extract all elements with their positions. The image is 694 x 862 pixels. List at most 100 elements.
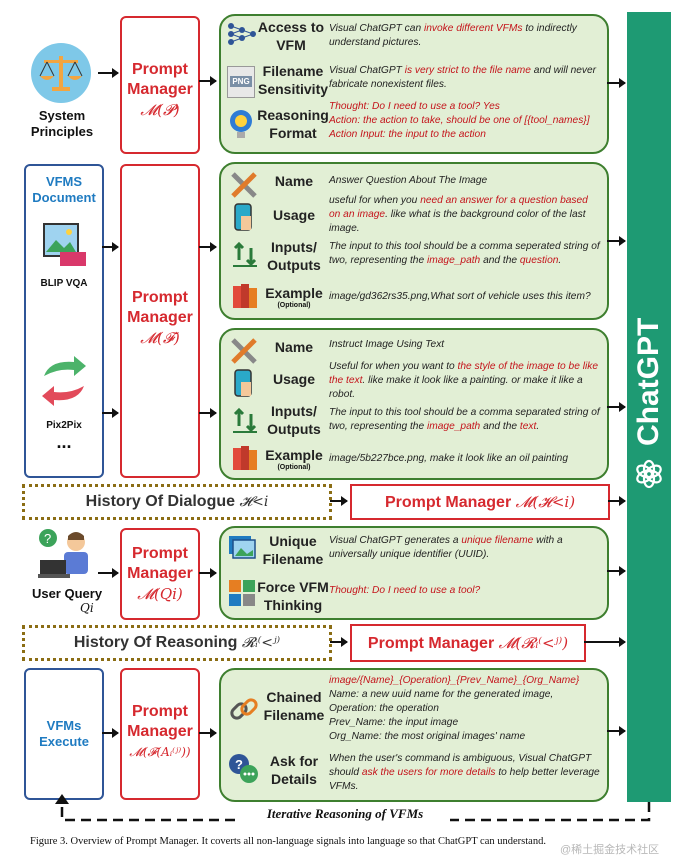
question-chat-icon: ? xyxy=(229,754,258,783)
figure-caption: Figure 3. Overview of Prompt Manager. It… xyxy=(30,836,546,847)
vfms-execute-panel: VFMs Execute xyxy=(24,668,104,800)
vfms-document-panel: VFMS Document BLIP VQA Pix2Pix ... xyxy=(24,164,104,478)
pm-label: Prompt Manager xyxy=(127,61,193,98)
arrow xyxy=(607,566,626,576)
scales-icon xyxy=(31,43,91,103)
row-desc: Instruct Image Using Text xyxy=(329,339,445,350)
books-icon xyxy=(233,284,257,308)
tools-icon xyxy=(231,338,257,364)
io-arrows-icon xyxy=(233,241,257,267)
vfms-execute-box: Chained Filename image/{Name}_{Operation… xyxy=(219,668,609,802)
row-desc: When the user's command is ambiguous, Vi… xyxy=(329,753,600,792)
row-desc: The input to this tool should be a comma… xyxy=(329,241,600,266)
system-principles-box: Access to VFM Visual ChatGPT can invoke … xyxy=(219,14,609,154)
row-label: Ask for Details xyxy=(269,753,319,787)
arrow xyxy=(98,68,119,78)
pm-symbol: 𝓜(𝓟) xyxy=(140,101,180,119)
user-query-text: User Query xyxy=(31,586,103,601)
row-label: Reasoning Format xyxy=(257,107,329,141)
history-dialogue-symbol: 𝓗<i xyxy=(239,494,269,510)
row-label: Filename Sensitivity xyxy=(257,63,329,97)
arrow xyxy=(102,242,119,252)
row-label: Force VFM Thinking xyxy=(257,579,329,613)
row-label: Name xyxy=(274,339,314,355)
watermark: @稀土掘金技术社区 xyxy=(560,844,660,856)
row-desc: Thought: Do I need to use a tool? xyxy=(329,585,481,596)
vfm-doc-box-1: Name Answer Question About The Image Usa… xyxy=(219,162,609,320)
arrow xyxy=(199,568,217,578)
user-query-symbol: 𝑄𝑖 xyxy=(80,601,94,615)
prompt-manager-query: Prompt Manager 𝓜(𝑄𝑖) xyxy=(120,528,200,620)
row-desc: image/5b227bce.png, make it look like an… xyxy=(329,453,568,464)
row-label: Usage xyxy=(272,207,316,223)
row-label: Access to VFM xyxy=(257,19,325,53)
row-desc: The input to this tool should be a comma… xyxy=(329,407,600,432)
row-desc: useful for when you need an answer for a… xyxy=(329,195,588,234)
chatgpt-bar: ChatGPT xyxy=(627,12,671,802)
user-query-box: Unique Filename Visual ChatGPT generates… xyxy=(219,526,609,620)
io-arrows-icon xyxy=(233,407,257,433)
network-icon xyxy=(228,23,256,45)
png-text: PNG xyxy=(230,76,252,87)
user-query-label: User Query xyxy=(26,586,108,602)
optional-note: (Optional) xyxy=(277,464,311,471)
ellipsis: ... xyxy=(56,432,72,452)
pm-label: Prompt Manager xyxy=(384,494,512,511)
svg-text:?: ? xyxy=(235,757,243,772)
row-label: Unique Filename xyxy=(262,533,324,567)
pm-label: Prompt Manager xyxy=(127,545,193,582)
pm-symbol: 𝓜(𝓕) xyxy=(140,329,180,347)
arrow xyxy=(608,496,626,506)
svg-text:?: ? xyxy=(44,531,51,546)
row-desc: Useful for when you want to the style of… xyxy=(329,361,598,400)
history-of-reasoning-box: History Of Reasoning 𝓡ᵢ⁽<ʲ⁾ xyxy=(22,625,332,661)
vfms-document-label: VFMS Document xyxy=(32,174,96,205)
history-reasoning-label: History Of Reasoning xyxy=(73,634,238,651)
pm-symbol: 𝓜(𝓗<i) xyxy=(515,493,576,511)
tools-icon xyxy=(231,172,257,198)
arrow xyxy=(607,402,626,412)
prompt-manager-system: Prompt Manager 𝓜(𝓟) xyxy=(120,16,200,154)
chain-link-icon xyxy=(230,698,258,720)
gallery-icon xyxy=(229,536,256,559)
row-desc: Answer Question About The Image xyxy=(329,175,488,186)
tap-phone-icon xyxy=(234,203,252,231)
pm-label: Prompt Manager xyxy=(367,635,495,652)
row-desc: Visual ChatGPT generates a unique filena… xyxy=(329,535,563,560)
arrow xyxy=(199,728,217,738)
arrow xyxy=(102,408,119,418)
row-label: Inputs/ Outputs xyxy=(267,403,321,437)
iterative-reasoning-label: Iterative Reasoning of VFMs xyxy=(240,806,450,822)
arrow xyxy=(199,76,217,86)
prompt-manager-execute: Prompt Manager 𝓜(𝓕(𝐴ᵢ⁽ʲ⁾)) xyxy=(120,668,200,800)
row-label: Name xyxy=(274,173,314,189)
optional-note: (Optional) xyxy=(277,302,311,309)
arrow xyxy=(330,637,348,647)
row-desc: Thought: Do I need to use a tool? Yes Ac… xyxy=(329,101,590,140)
row-label: Example xyxy=(265,285,323,301)
books-icon xyxy=(233,446,257,470)
row-desc: Visual ChatGPT is very strict to the fil… xyxy=(329,65,597,90)
arrow xyxy=(607,78,626,88)
prompt-manager-reasoning: Prompt Manager 𝓜(𝓡ᵢ⁽<ʲ⁾) xyxy=(350,624,586,662)
chatgpt-label: ChatGPT xyxy=(632,317,665,446)
arrow xyxy=(102,728,119,738)
arrow xyxy=(607,236,626,246)
history-reasoning-symbol: 𝓡ᵢ⁽<ʲ⁾ xyxy=(241,635,281,651)
arrow xyxy=(330,496,348,506)
prompt-manager-vfms: Prompt Manager 𝓜(𝓕) xyxy=(120,164,200,478)
row-desc: image/{Name}_{Operation}_{Prev_Name}_{Or… xyxy=(329,675,580,742)
pix2pix-label: Pix2Pix xyxy=(46,420,82,431)
arrow xyxy=(607,726,626,736)
arrow xyxy=(199,242,217,252)
row-label: Inputs/ Outputs xyxy=(267,239,321,273)
pm-symbol: 𝓜(𝓕(𝐴ᵢ⁽ʲ⁾)) xyxy=(129,745,191,759)
vfm-doc-box-2: Name Instruct Image Using Text Usage Use… xyxy=(219,328,609,480)
vfms-execute-label: VFMs Execute xyxy=(39,718,89,749)
history-dialogue-label: History Of Dialogue xyxy=(85,493,236,510)
arrow xyxy=(98,568,119,578)
history-of-dialogue-box: History Of Dialogue 𝓗<i xyxy=(22,484,332,520)
blip-vqa-label: BLIP VQA xyxy=(40,278,88,289)
image-doc-icon xyxy=(43,223,86,266)
pm-symbol: 𝓜(𝓡ᵢ⁽<ʲ⁾) xyxy=(498,634,569,652)
